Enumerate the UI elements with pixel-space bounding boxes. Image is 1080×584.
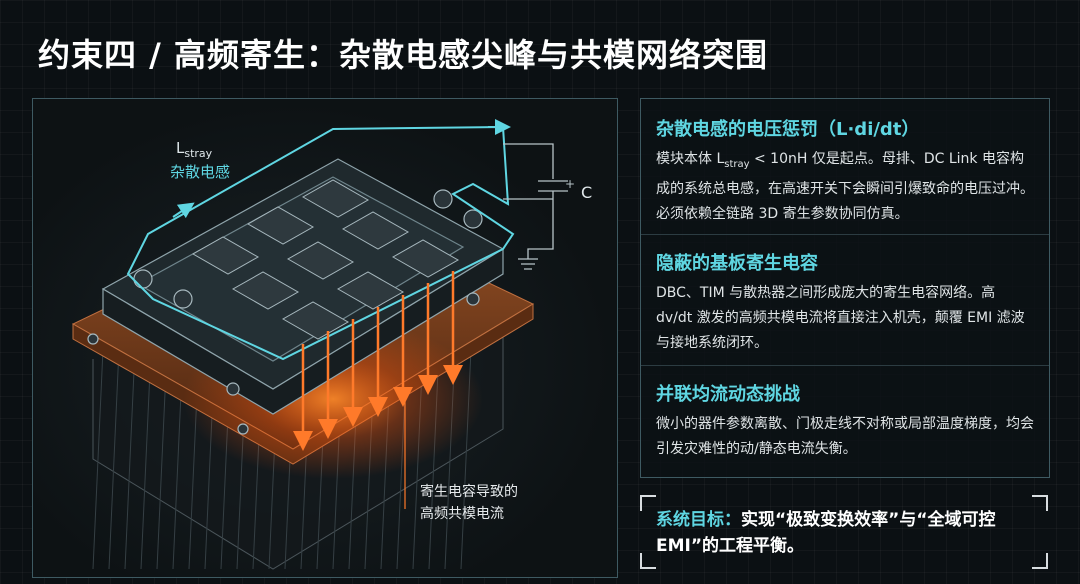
capacitor-label: C [581, 183, 593, 202]
parasitic-label-line2: 高频共模电流 [420, 506, 504, 522]
common-mode-current-arrows [293, 271, 463, 451]
dc-link-capacitor [503, 143, 568, 270]
section-title: 杂散电感的电压惩罚（L·di/dt） [656, 119, 920, 140]
heatsink-fin [140, 348, 152, 570]
divider [641, 365, 1049, 366]
system-goal-text: 系统目标：实现“极致变换效率”与“全域可控 EMI”的工程平衡。 [656, 510, 996, 556]
info-panel: 杂散电感的电压惩罚（L·di/dt） 模块本体 Lstray < 10nH 仅是… [640, 98, 1050, 478]
page-title: 约束四 / 高频寄生：杂散电感尖峰与共模网络突围 [38, 36, 768, 74]
heatsink-fin [92, 348, 104, 570]
section-title: 隐蔽的基板寄生电容 [656, 253, 818, 274]
section-body: DBC、TIM 与散热器之间形成庞大的寄生电容网络。高 dv/dt 激发的高频共… [656, 285, 1025, 351]
section-body: 微小的器件参数离散、门极走线不对称或局部温度梯度，均会引发灾难性的动/静态电流失… [656, 416, 1034, 457]
module-diagram: Lstray 杂散电感 + C 寄生电容导致的 高频共模电流 [32, 98, 618, 578]
section-substrate-capacitance: 隐蔽的基板寄生电容 DBC、TIM 与散热器之间形成庞大的寄生电容网络。高 dv… [656, 249, 1035, 356]
section-title: 并联均流动态挑战 [656, 384, 800, 405]
heatsink-fin [108, 348, 120, 570]
capacitor-polarity: + [565, 177, 576, 191]
parasitic-label-line1: 寄生电容导致的 [420, 484, 518, 500]
stray-inductance-caption: 杂散电感 [170, 163, 231, 181]
power-chips [191, 179, 460, 340]
lstray-label: Lstray [176, 139, 213, 160]
system-goal-box: 系统目标：实现“极致变换效率”与“全域可控 EMI”的工程平衡。 [640, 495, 1048, 569]
section-stray-inductance: 杂散电感的电压惩罚（L·di/dt） 模块本体 Lstray < 10nH 仅是… [656, 115, 1035, 227]
section-body: 模块本体 Lstray < 10nH 仅是起点。母排、DC Link 电容构成的… [656, 151, 1034, 222]
stray-inductance-loop [126, 125, 515, 361]
module-illustration [71, 119, 568, 570]
section-current-sharing: 并联均流动态挑战 微小的器件参数离散、门极走线不对称或局部温度梯度，均会引发灾难… [656, 380, 1035, 462]
terminals [87, 189, 483, 435]
divider [641, 234, 1049, 235]
heatsink-fin [124, 348, 136, 570]
